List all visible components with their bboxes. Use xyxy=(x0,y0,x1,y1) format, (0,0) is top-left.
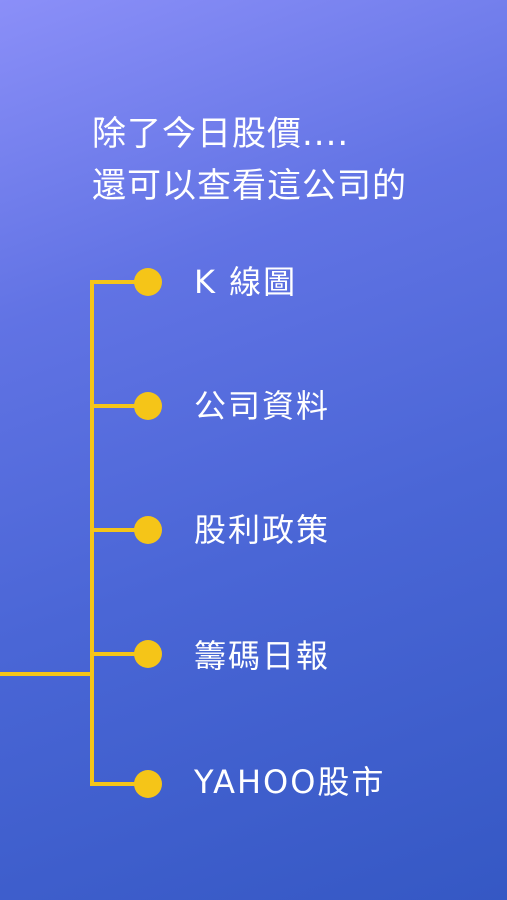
branch-node-1 xyxy=(134,268,162,296)
headline-line-1: 除了今日股價.... xyxy=(92,114,350,154)
branch-node-4 xyxy=(134,640,162,668)
menu-item-yahoo-stock: YAHOO股市 xyxy=(194,763,386,801)
branch-node-2 xyxy=(134,392,162,420)
menu-item-k-chart: K 線圖 xyxy=(194,263,298,301)
headline-line-2: 還可以查看這公司的 xyxy=(92,166,407,206)
branch-node-5 xyxy=(134,770,162,798)
headline: 除了今日股價.... 還可以查看這公司的 xyxy=(92,108,492,212)
menu-item-chip-daily: 籌碼日報 xyxy=(194,637,331,675)
menu-item-dividend-policy: 股利政策 xyxy=(194,511,331,549)
menu-item-company-info: 公司資料 xyxy=(194,387,331,425)
branch-node-3 xyxy=(134,516,162,544)
